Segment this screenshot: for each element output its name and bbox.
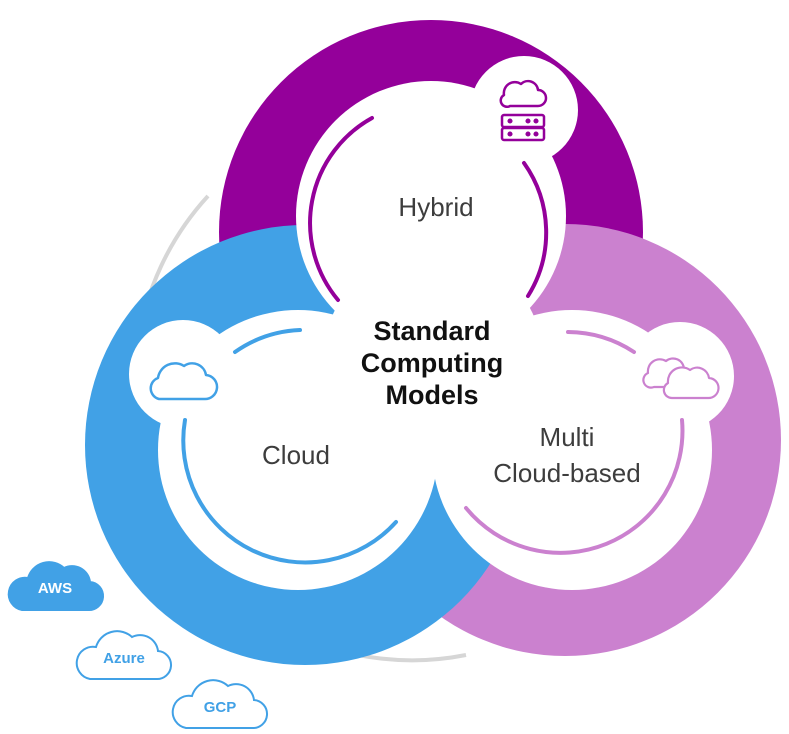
center-title-line2: Computing	[361, 348, 503, 378]
cloud-inner-arc	[233, 328, 302, 354]
provider-aws[interactable]: AWS	[7, 561, 105, 612]
multi-inner-arc-bottom	[464, 418, 685, 555]
cloud-icon-bubble	[129, 320, 237, 428]
provider-azure[interactable]: Azure	[75, 630, 173, 681]
inner-white-area	[129, 56, 734, 590]
hybrid-icon-bubble	[470, 56, 578, 164]
cloud-server-icon	[499, 79, 548, 142]
aws-cloud-icon	[7, 561, 105, 612]
center-title-line3: Models	[385, 380, 478, 410]
cloud-inner-arc-bottom	[181, 418, 398, 565]
hybrid-inner-arc-right	[522, 161, 549, 298]
azure-label: Azure	[103, 650, 145, 667]
gcp-cloud-icon	[171, 679, 269, 730]
cloud-icon	[149, 362, 219, 401]
multi-label-line2: Cloud-based	[493, 458, 640, 488]
provider-gcp[interactable]: GCP	[171, 679, 269, 730]
azure-cloud-icon	[75, 630, 173, 681]
multi-label-line1: Multi	[540, 422, 595, 452]
gcp-label: GCP	[204, 699, 237, 716]
multi-cloud-icon	[642, 357, 720, 400]
aws-label: AWS	[38, 580, 72, 597]
cloud-label: Cloud	[262, 440, 330, 470]
center-title-line1: Standard	[373, 316, 490, 346]
multi-inner-arc	[566, 330, 636, 354]
hybrid-label: Hybrid	[398, 192, 473, 222]
hybrid-inner-arc	[308, 116, 374, 302]
